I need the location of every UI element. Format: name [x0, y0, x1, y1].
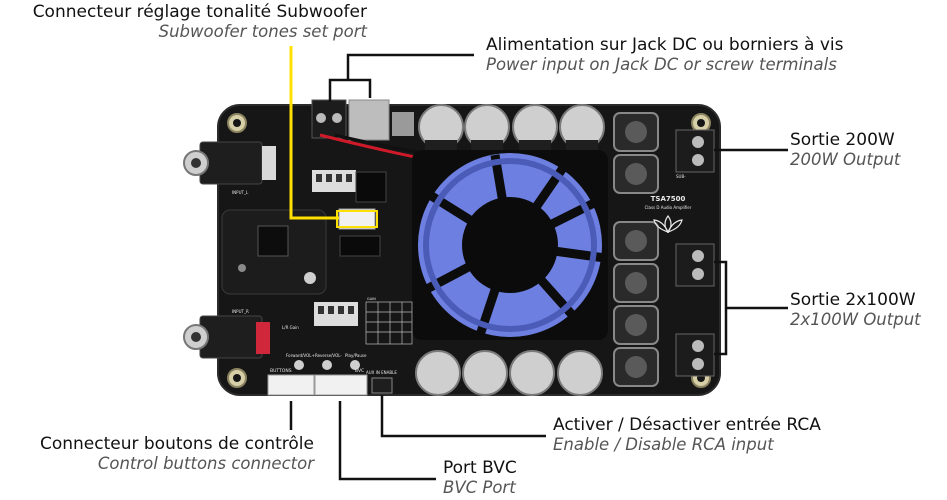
- output-200w-label-en: 200W Output: [790, 150, 901, 170]
- subwoofer-label: Connecteur réglage tonalité Subwoofer Su…: [33, 2, 367, 42]
- board-subtitle-text: Class D Audio Amplifier: [645, 205, 692, 210]
- bvc-port-label-fr: Port BVC: [443, 458, 517, 478]
- subwoofer-label-fr: Connecteur réglage tonalité Subwoofer: [32, 2, 367, 22]
- output-2x100w-label: Sortie 2x100W 2x100W Output: [790, 290, 921, 330]
- silk-gain-header: GAIN: [367, 297, 376, 301]
- rca-enable-label-en: Enable / Disable RCA input: [553, 435, 774, 455]
- bvc-port-label-en: BVC Port: [443, 478, 516, 498]
- power-screw-terminal: [311, 99, 347, 139]
- output-200w-label: Sortie 200W 200W Output: [790, 130, 900, 170]
- silk-input-r: INPUT_R: [232, 309, 249, 314]
- output-terminal-right: [675, 333, 715, 377]
- subwoofer-label-en: Subwoofer tones set port: [158, 22, 367, 42]
- leader-lines: [289, 53, 788, 481]
- power-label-fr: Alimentation sur Jack DC ou borniers à v…: [486, 35, 844, 55]
- bvc-port-label: Port BVC BVC Port: [443, 458, 517, 498]
- output-200w-label-fr: Sortie 200W: [790, 130, 895, 150]
- output-2x100w-label-fr: Sortie 2x100W: [790, 290, 916, 310]
- silk-sub: SUB-: [676, 174, 686, 179]
- silk-play: Play/Pause: [345, 353, 367, 358]
- cooling-fan: [412, 150, 608, 340]
- buttons-connector-label-fr: Connecteur boutons de contrôle: [39, 434, 314, 454]
- gain-table: [365, 301, 413, 345]
- rca-jack-bottom: [183, 315, 270, 359]
- silk-lr-gain: L/R Gain: [282, 325, 299, 330]
- output-terminal-left: [675, 243, 715, 287]
- capacitors-top: [418, 104, 605, 150]
- push-buttons: [294, 360, 360, 370]
- power-label-en: Power input on Jack DC or screw terminal…: [486, 55, 837, 75]
- silk-forward: Forward/VOL+: [286, 353, 315, 358]
- board-model-text: TSA7500: [651, 195, 686, 203]
- output-2x100w-label-en: 2x100W Output: [790, 310, 921, 330]
- silk-reverse: Reverse/VOL-: [315, 353, 342, 358]
- buttons-connector-label: Connecteur boutons de contrôle Control b…: [40, 434, 314, 474]
- aux-enable-connector: [371, 377, 393, 394]
- rca-jack-top: [183, 141, 276, 185]
- bvc-connector: [314, 374, 368, 396]
- silk-bvc: BVC: [355, 368, 364, 374]
- silk-aux-enable: AUX IN ENABLE: [366, 370, 397, 375]
- subwoofer-leader-line: [289, 46, 339, 220]
- capacitors-bottom: [415, 350, 603, 396]
- rca-enable-label: Activer / Désactiver entrée RCA Enable /…: [553, 415, 821, 455]
- output-terminal-200w: [675, 129, 715, 173]
- power-label: Alimentation sur Jack DC ou borniers à v…: [486, 35, 843, 75]
- buttons-connector-label-en: Control buttons connector: [97, 454, 314, 474]
- buttons-connector: [267, 374, 315, 396]
- rca-enable-label-fr: Activer / Désactiver entrée RCA: [553, 415, 821, 435]
- silk-buttons: BUTTONS: [270, 368, 292, 374]
- lotus-logo-icon: [653, 214, 683, 234]
- silk-input-l: INPUT_L: [232, 190, 249, 195]
- dc-jack: [348, 99, 390, 141]
